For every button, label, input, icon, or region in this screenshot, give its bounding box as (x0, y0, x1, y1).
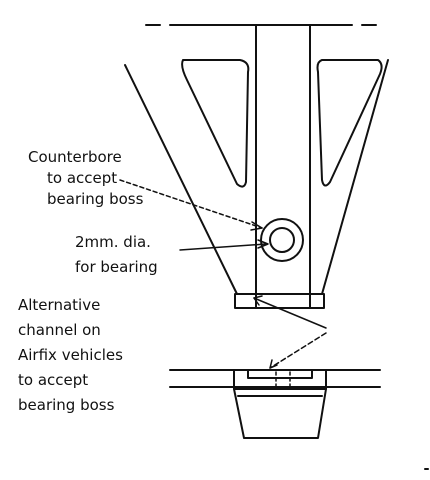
counterbore-circle (260, 218, 304, 262)
channel-leader-upper (253, 297, 327, 329)
right-cutout (316, 59, 383, 187)
label-counterbore-2: to accept (47, 169, 117, 187)
channel-leader-lower (269, 332, 327, 369)
channel-leader-lower-arrow (269, 359, 278, 369)
label-alt-4: to accept (18, 371, 88, 389)
label-alt-3: Airfix vehicles (18, 346, 123, 364)
label-alt-1: Alternative (18, 296, 100, 314)
label-alt-5: bearing boss (18, 396, 115, 414)
channel-center-dashes (275, 371, 291, 390)
frame-right-leg (321, 59, 389, 295)
bearing-hole-circle (269, 227, 295, 253)
channel-block (233, 369, 327, 390)
vehicle-body (233, 388, 327, 439)
label-counterbore-3: bearing boss (47, 190, 144, 208)
label-hole-2: for bearing (75, 258, 158, 276)
label-hole-1: 2mm. dia. (75, 233, 151, 251)
channel-leader-upper-arrow (253, 295, 263, 306)
counterbore-leader-arrow (250, 221, 263, 231)
counterbore-leader (119, 179, 263, 229)
label-alt-2: channel on (18, 321, 101, 339)
label-counterbore-1: Counterbore (28, 148, 122, 166)
left-cutout (181, 59, 250, 188)
frame-left-leg (124, 64, 238, 295)
hole-leader (179, 243, 267, 251)
hole-leader-arrow (257, 239, 269, 249)
